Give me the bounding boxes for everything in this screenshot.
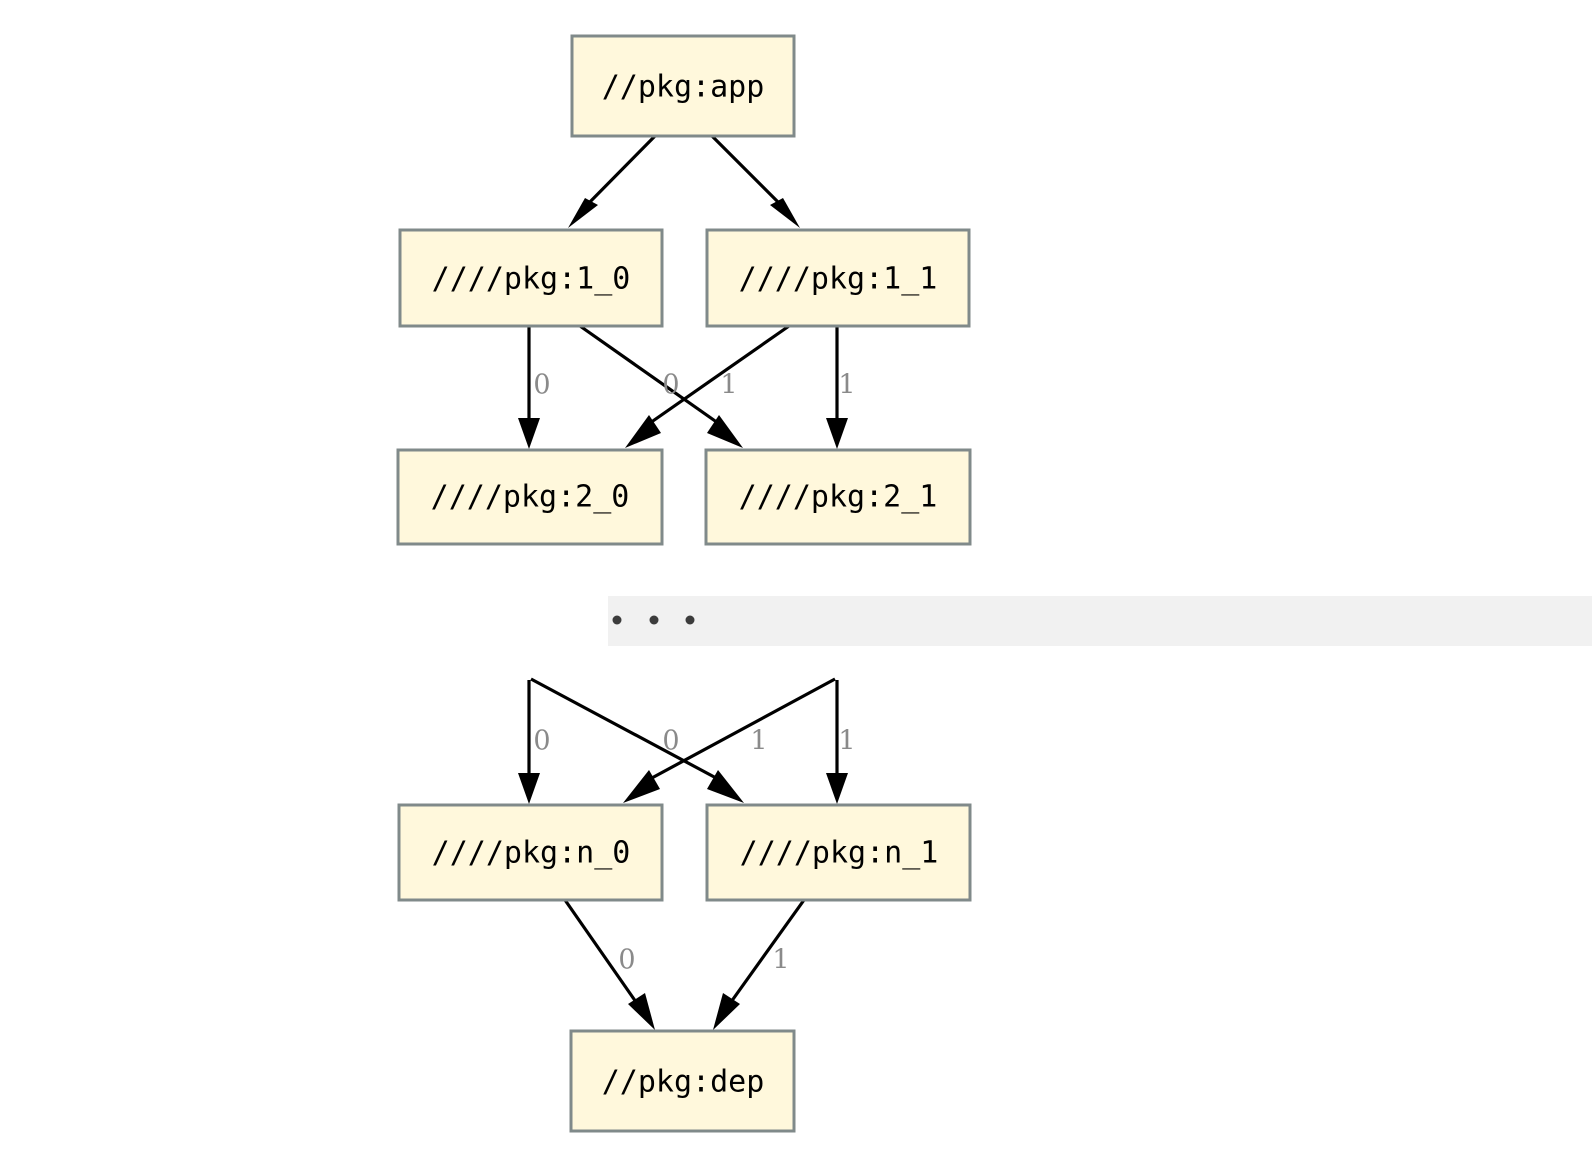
edge-label: 1 [750, 726, 767, 757]
node-2_0[interactable]: ////pkg:2_0 [396, 448, 664, 546]
arrowhead-icon [568, 198, 598, 228]
edge-line [530, 677, 719, 781]
arrowhead-icon [826, 773, 848, 804]
ellipsis-band [608, 596, 1592, 646]
ellipsis-dot [649, 615, 659, 625]
edge-line [649, 677, 836, 781]
arrowhead-icon [518, 418, 540, 449]
node-label: ////pkg:2_0 [431, 480, 630, 515]
edge-label: 0 [618, 945, 635, 976]
edge-elided-to-n_1-a: 0 [530, 677, 744, 803]
node-label: ////pkg:1_0 [432, 262, 631, 297]
arrowhead-icon [518, 773, 540, 804]
node-box[interactable] [396, 448, 664, 546]
ellipsis-dot [685, 615, 695, 625]
edge-line [710, 134, 788, 212]
edge-line [580, 134, 657, 212]
ellipsis-dot [612, 615, 622, 625]
edge-label: 0 [533, 726, 550, 757]
node-n_1[interactable]: ////pkg:n_1 [705, 803, 972, 902]
arrowhead-icon [707, 770, 744, 803]
ellipsis-section [608, 596, 1592, 646]
node-label: ////pkg:1_1 [739, 262, 938, 297]
edge-label: 1 [720, 370, 737, 401]
node-2_1[interactable]: ////pkg:2_1 [704, 448, 972, 546]
arrowhead-icon [628, 993, 655, 1030]
node-dep[interactable]: //pkg:dep [569, 1029, 796, 1133]
node-label: ////pkg:2_1 [739, 480, 938, 515]
edge-app-to-1_1 [710, 134, 800, 228]
node-1_0[interactable]: ////pkg:1_0 [398, 228, 664, 328]
node-label: ////pkg:n_1 [740, 836, 939, 871]
edge-label: 0 [662, 726, 679, 757]
edge-elided-to-n_1-b: 1 [826, 680, 856, 804]
edge-line [729, 899, 806, 1003]
node-app[interactable]: //pkg:app [570, 34, 796, 138]
edge-1_1-to-2_0: 1 [625, 324, 790, 448]
node-box[interactable] [705, 228, 971, 328]
arrowhead-icon [713, 993, 740, 1030]
node-box[interactable] [705, 803, 972, 902]
node-box[interactable] [397, 803, 664, 902]
node-label: ////pkg:n_0 [432, 836, 631, 871]
edge-elided-to-n_0-b: 1 [623, 677, 836, 803]
arrowhead-icon [623, 770, 660, 803]
edge-line [579, 324, 719, 425]
edge-label: 1 [838, 726, 855, 757]
node-label: //pkg:app [602, 70, 765, 105]
edge-label: 1 [838, 370, 855, 401]
node-box[interactable] [398, 228, 664, 328]
arrowhead-icon [625, 415, 661, 448]
node-box[interactable] [704, 448, 972, 546]
node-box[interactable] [569, 1029, 796, 1133]
edge-label: 0 [533, 370, 550, 401]
edge-elided-to-n_0-a: 0 [518, 680, 551, 804]
node-box[interactable] [570, 34, 796, 138]
edge-n_0-to-dep: 0 [563, 899, 655, 1030]
node-label: //pkg:dep [602, 1065, 765, 1100]
edge-line [563, 899, 638, 1003]
edge-1_1-to-2_1: 1 [826, 326, 856, 449]
arrowhead-icon [770, 198, 800, 228]
edge-line [649, 324, 790, 425]
edge-label: 0 [662, 370, 679, 401]
node-n_0[interactable]: ////pkg:n_0 [397, 803, 664, 902]
arrowhead-icon [707, 415, 743, 448]
edge-label: 1 [772, 945, 789, 976]
edge-n_1-to-dep: 1 [713, 899, 806, 1030]
edge-1_0-to-2_1: 0 [579, 324, 743, 448]
edge-app-to-1_0 [568, 134, 657, 228]
edge-1_0-to-2_0: 0 [518, 326, 551, 449]
arrowhead-icon [826, 418, 848, 449]
node-1_1[interactable]: ////pkg:1_1 [705, 228, 971, 328]
